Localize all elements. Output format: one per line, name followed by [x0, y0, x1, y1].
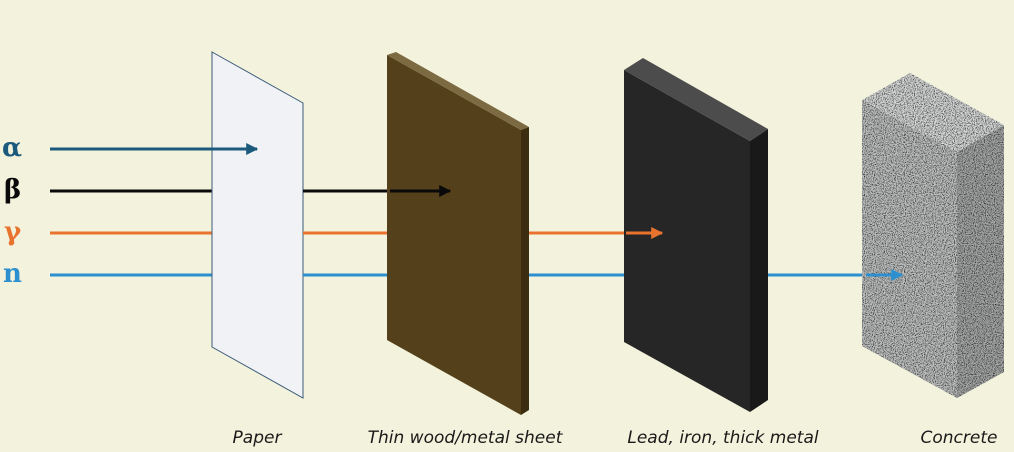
- concrete-caption: Concrete: [921, 428, 998, 448]
- alpha-label: α: [2, 133, 22, 163]
- gamma-label: γ: [4, 217, 22, 247]
- neutron-label: n: [3, 259, 22, 289]
- wood-caption: Thin wood/metal sheet: [368, 428, 564, 448]
- paper-sheet: [211, 51, 304, 399]
- wood-panel: [387, 52, 529, 415]
- concrete-block: [862, 73, 1004, 398]
- lead-caption: Lead, iron, thick metal: [627, 428, 819, 448]
- lead-block: [624, 58, 768, 412]
- beta-label: β: [4, 175, 21, 205]
- paper-caption: Paper: [233, 428, 283, 448]
